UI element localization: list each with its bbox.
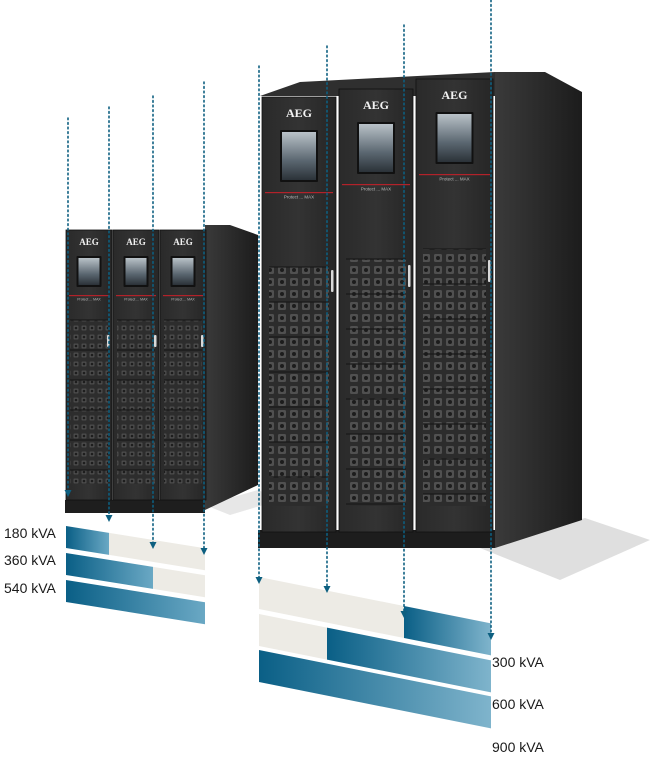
cabinet-1: AEG Protect ... MAX xyxy=(65,229,113,501)
guide-arrowhead xyxy=(149,542,157,549)
product-label: Protect ... MAX xyxy=(439,177,469,182)
rating-label-180: 180 kVA xyxy=(4,525,56,541)
guide-arrowhead xyxy=(64,490,72,497)
rating-label-540: 540 kVA xyxy=(4,580,56,596)
brand-logo: AEG xyxy=(173,237,193,247)
accent-stripe xyxy=(163,295,203,297)
accent-stripe xyxy=(69,295,109,297)
capacity-bars xyxy=(66,526,491,729)
guide-arrowhead xyxy=(323,586,331,593)
rating-label-360: 360 kVA xyxy=(4,552,56,568)
brand-logo: AEG xyxy=(441,88,467,102)
product-label: Protect ... MAX xyxy=(124,298,148,302)
bar-active-segment xyxy=(66,580,205,625)
door-handle xyxy=(331,270,334,292)
dotted-guide-lines xyxy=(64,0,495,640)
guide-arrowhead xyxy=(200,548,208,555)
large-side-panel xyxy=(495,72,582,548)
display-screen xyxy=(437,114,472,162)
brand-logo: AEG xyxy=(126,237,146,247)
bar-active-segment xyxy=(66,553,153,589)
small-side-panel xyxy=(205,225,258,510)
bar-active-segment xyxy=(327,627,491,693)
capacity-bar-540-kva xyxy=(66,580,205,625)
bar-inactive-segment xyxy=(259,577,404,638)
bar-active-segment xyxy=(259,650,491,729)
accent-stripe xyxy=(265,192,333,194)
product-label: Protect ... MAX xyxy=(361,187,391,192)
module-slots xyxy=(269,267,329,506)
display-screen xyxy=(78,258,100,285)
capacity-bar-900-kva xyxy=(259,650,491,729)
large-ups-system: AEG Protect ... MAX AEG Protect ... MAX AEG P… xyxy=(258,72,582,548)
door-handle xyxy=(408,265,411,287)
door-handle xyxy=(154,335,157,347)
bar-inactive-segment xyxy=(259,614,327,660)
display-screen xyxy=(282,132,316,180)
large-base xyxy=(258,530,495,548)
door-handle xyxy=(488,260,491,282)
module-slots xyxy=(117,320,155,484)
module-slots xyxy=(346,259,406,506)
cabinet-3: AEG Protect ... MAX xyxy=(159,229,207,501)
guide-arrowhead xyxy=(487,633,495,640)
capacity-bar-360-kva xyxy=(66,553,205,598)
capacity-bar-300-kva xyxy=(259,577,491,656)
accent-stripe xyxy=(116,295,156,297)
guide-arrowhead xyxy=(105,515,113,522)
cabinet-3: AEG Protect ... MAX xyxy=(415,78,494,533)
product-label: Protect ... MAX xyxy=(171,298,195,302)
small-ups-system: AEG Protect ... MAX AEG Protect ... MAX AEG P… xyxy=(65,225,258,513)
display-screen xyxy=(172,258,194,285)
rating-label-900: 900 kVA xyxy=(492,739,544,755)
display-screen xyxy=(359,124,393,172)
module-slots xyxy=(70,320,108,484)
door-handle xyxy=(201,335,204,347)
accent-stripe xyxy=(419,174,490,176)
bar-inactive-segment xyxy=(153,566,205,598)
rating-label-300: 300 kVA xyxy=(492,654,544,670)
guide-arrowhead xyxy=(255,577,263,584)
accent-stripe xyxy=(342,184,410,186)
small-base xyxy=(65,500,205,513)
capacity-bar-180-kva xyxy=(66,526,205,571)
guide-arrowhead xyxy=(400,611,408,618)
product-label: Protect ... MAX xyxy=(77,298,101,302)
module-slots xyxy=(164,320,202,484)
cabinet-2: AEG Protect ... MAX xyxy=(112,229,160,501)
floor-shadow xyxy=(205,490,650,580)
bar-inactive-segment xyxy=(109,532,205,571)
brand-logo: AEG xyxy=(79,237,99,247)
bar-active-segment xyxy=(404,606,491,656)
cabinet-2: AEG Protect ... MAX xyxy=(338,88,414,533)
brand-logo: AEG xyxy=(286,106,312,120)
product-label: Protect ... MAX xyxy=(284,195,314,200)
shadow-small xyxy=(205,490,280,515)
cabinet-1: AEG Protect ... MAX xyxy=(261,96,337,533)
display-screen xyxy=(125,258,147,285)
bar-active-segment xyxy=(66,526,109,555)
shadow-large xyxy=(480,518,650,580)
module-slots xyxy=(423,249,486,506)
rating-label-600: 600 kVA xyxy=(492,696,544,712)
brand-logo: AEG xyxy=(363,98,389,112)
capacity-bar-600-kva xyxy=(259,614,491,693)
